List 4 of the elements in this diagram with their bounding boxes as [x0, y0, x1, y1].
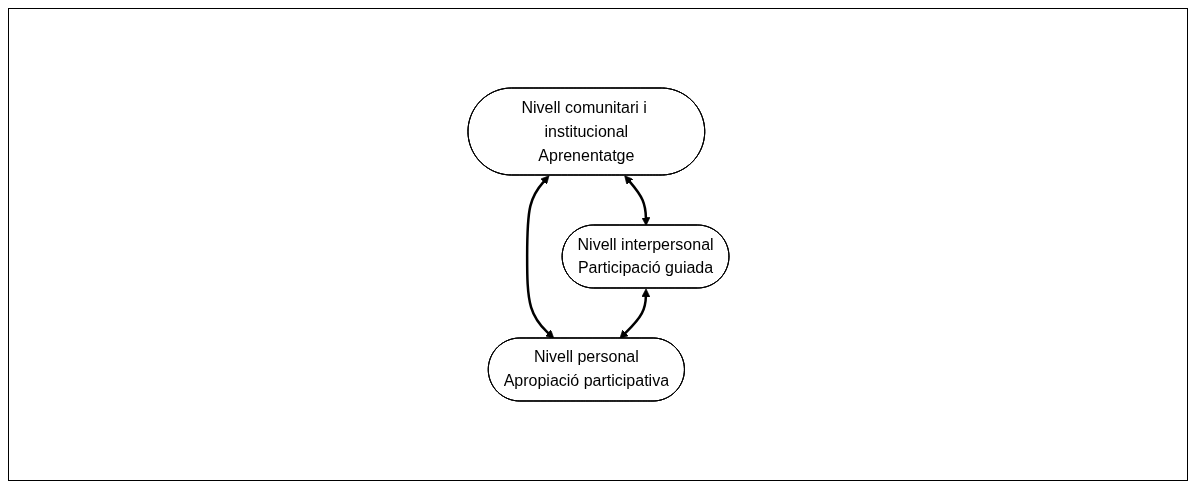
diagram-frame: Nivell comunitari i institucional Aprenentatge Nivell interpersonal Participació guiada Nivell personal Apropiació participativa: [8, 8, 1188, 481]
arrow: [619, 288, 650, 339]
arrow: [525, 175, 554, 339]
arrow: [623, 175, 650, 226]
